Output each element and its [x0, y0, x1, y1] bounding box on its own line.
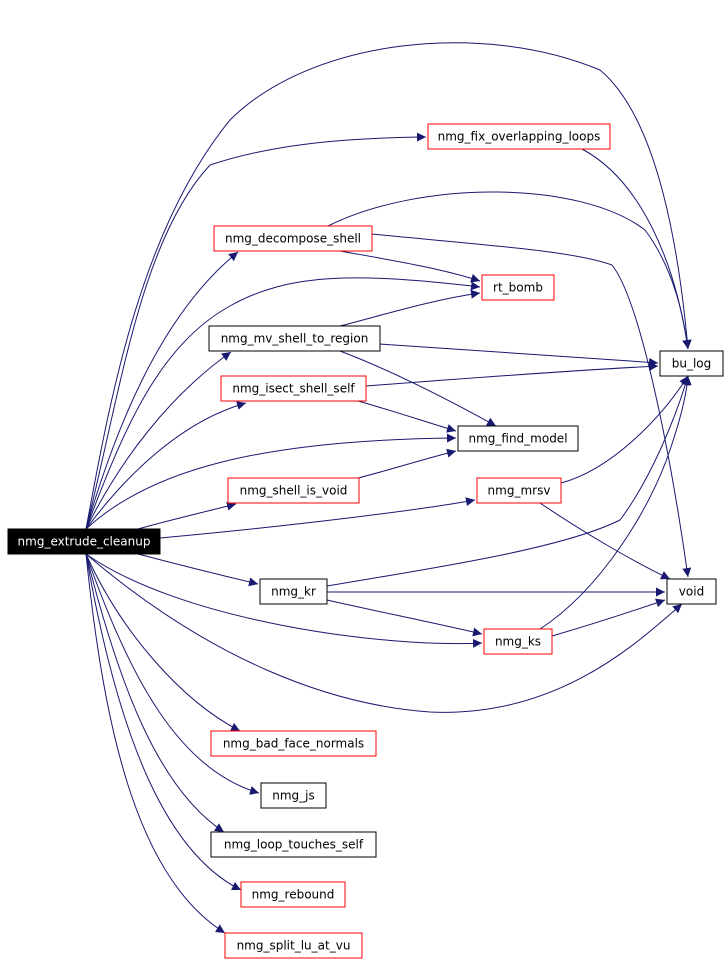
- node-bad-face-normals[interactable]: nmg_bad_face_normals: [210, 730, 377, 757]
- edge-extrude_cleanup-to-bad_face_normals: [85, 553, 241, 732]
- edge-mrsv-to-void: [539, 502, 671, 580]
- node-shell-is-void[interactable]: nmg_shell_is_void: [227, 477, 360, 504]
- edge-ks-to-void: [551, 598, 666, 637]
- node-label: rt_bomb: [493, 281, 543, 295]
- edge-isect_shell_self-to-bu_log: [365, 361, 659, 387]
- edge-decompose_shell-to-rt_bomb: [339, 250, 481, 283]
- edge-extrude_cleanup-to-rebound: [85, 553, 242, 891]
- node-void[interactable]: void: [666, 578, 717, 605]
- edge-extrude_cleanup-to-fix_overlapping_loops: [85, 132, 427, 530]
- node-label: bu_log: [672, 357, 712, 371]
- edge-extrude_cleanup-to-isect_shell_self: [85, 401, 247, 530]
- node-box: [240, 881, 346, 908]
- edge-extrude_cleanup-to-bu_log: [85, 42, 692, 530]
- node-find-model[interactable]: nmg_find_model: [457, 425, 579, 452]
- edge-extrude_cleanup-to-mrsv: [159, 497, 476, 539]
- edge-kr-to-bu_log: [326, 375, 690, 587]
- node-box: [210, 730, 377, 757]
- node-box: [659, 350, 724, 377]
- edge-extrude_cleanup-to-rt_bomb: [85, 277, 481, 530]
- node-label: nmg_shell_is_void: [240, 484, 348, 498]
- node-label: nmg_js: [272, 789, 315, 803]
- node-mv-shell-to-region[interactable]: nmg_mv_shell_to_region: [208, 325, 381, 352]
- edges-layer: [85, 42, 692, 934]
- edge-fix_overlapping_loops-to-bu_log: [581, 148, 692, 350]
- node-label: nmg_ks: [495, 635, 541, 649]
- node-box: [227, 477, 360, 504]
- node-rebound[interactable]: nmg_rebound: [240, 881, 346, 908]
- node-label: nmg_fix_overlapping_loops: [438, 130, 601, 144]
- edge-mv_shell_to_region-to-rt_bomb: [339, 289, 481, 327]
- edge-kr-to-ks: [326, 599, 483, 637]
- edge-extrude_cleanup-to-js: [85, 553, 260, 795]
- node-label: nmg_isect_shell_self: [232, 382, 355, 396]
- node-decompose-shell[interactable]: nmg_decompose_shell: [213, 225, 373, 252]
- node-js[interactable]: nmg_js: [260, 782, 327, 809]
- node-label: nmg_mv_shell_to_region: [221, 332, 369, 346]
- edge-isect_shell_self-to-find_model: [357, 400, 457, 433]
- edge-mv_shell_to_region-to-bu_log: [379, 343, 659, 367]
- nodes-layer: nmg_extrude_cleanup nmg_fix_overlapping_l…: [7, 123, 724, 959]
- node-split-lu-at-vu[interactable]: nmg_split_lu_at_vu: [224, 932, 363, 959]
- node-box: [210, 831, 377, 858]
- edge-extrude_cleanup-to-mv_shell_to_region: [85, 351, 232, 530]
- node-box: [224, 932, 363, 959]
- node-loop-touches-self[interactable]: nmg_loop_touches_self: [210, 831, 377, 858]
- node-box: [457, 425, 579, 452]
- node-box: [7, 528, 161, 555]
- node-label: nmg_extrude_cleanup: [18, 535, 151, 549]
- edge-extrude_cleanup-to-split_lu_at_vu: [85, 553, 226, 934]
- edge-mrsv-to-bu_log: [560, 375, 689, 484]
- node-box: [260, 782, 327, 809]
- node-box: [476, 477, 562, 504]
- node-label: nmg_rebound: [252, 888, 335, 902]
- node-label: void: [679, 585, 704, 599]
- edge-extrude_cleanup-to-kr: [137, 553, 259, 587]
- node-mrsv[interactable]: nmg_mrsv: [476, 477, 562, 504]
- node-box: [220, 375, 367, 402]
- node-extrude-cleanup[interactable]: nmg_extrude_cleanup: [7, 528, 161, 555]
- node-label: nmg_split_lu_at_vu: [237, 939, 351, 953]
- node-label: nmg_decompose_shell: [225, 232, 361, 246]
- edge-extrude_cleanup-to-loop_touches_self: [85, 553, 225, 833]
- edge-mv_shell_to_region-to-find_model: [339, 350, 497, 427]
- node-label: nmg_mrsv: [488, 484, 551, 498]
- node-rt-bomb[interactable]: rt_bomb: [481, 274, 555, 301]
- edge-shell_is_void-to-find_model: [357, 448, 457, 479]
- node-ks[interactable]: nmg_ks: [483, 628, 553, 655]
- edge-extrude_cleanup-to-find_model: [85, 433, 457, 530]
- node-box: [483, 628, 553, 655]
- node-box: [427, 123, 611, 150]
- node-label: nmg_loop_touches_self: [224, 838, 364, 852]
- node-fix-overlapping-loops[interactable]: nmg_fix_overlapping_loops: [427, 123, 611, 150]
- edge-extrude_cleanup-to-ks: [85, 553, 483, 648]
- node-box: [259, 578, 328, 605]
- node-bu-log[interactable]: bu_log: [659, 350, 724, 377]
- edge-ks-to-bu_log: [539, 375, 692, 630]
- node-box: [213, 225, 373, 252]
- node-isect-shell-self[interactable]: nmg_isect_shell_self: [220, 375, 367, 402]
- edge-decompose_shell-to-bu_log: [327, 191, 692, 350]
- node-label: nmg_find_model: [468, 432, 567, 446]
- node-label: nmg_kr: [271, 585, 316, 599]
- edge-extrude_cleanup-to-shell_is_void: [137, 501, 237, 530]
- edge-extrude_cleanup-to-void: [85, 553, 683, 713]
- node-box: [666, 578, 717, 605]
- edge-extrude_cleanup-to-decompose_shell: [85, 251, 239, 530]
- edge-decompose_shell-to-void: [371, 233, 692, 578]
- node-box: [481, 274, 555, 301]
- node-kr[interactable]: nmg_kr: [259, 578, 328, 605]
- node-box: [208, 325, 381, 352]
- node-label: nmg_bad_face_normals: [223, 737, 364, 751]
